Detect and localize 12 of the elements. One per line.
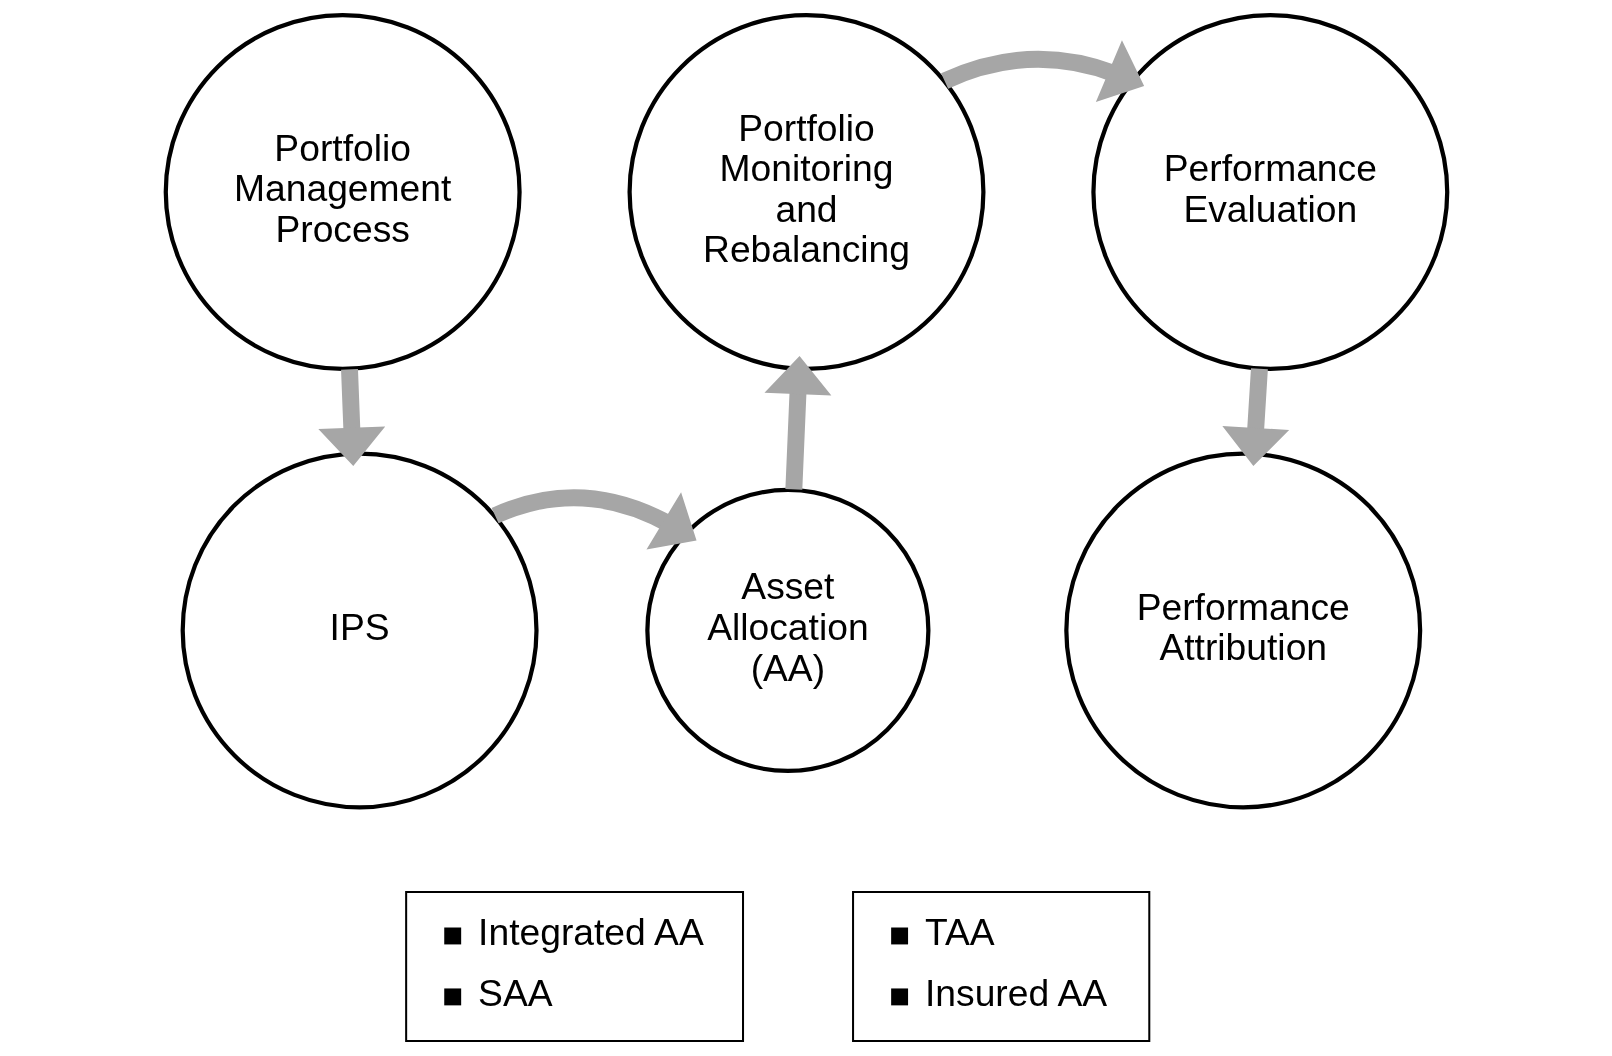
node-circle: Performance Evaluation: [1090, 12, 1449, 371]
arrow: [764, 355, 831, 490]
node-circle: Performance Attribution: [1063, 451, 1422, 810]
arrow: [491, 489, 697, 550]
arrow: [317, 369, 385, 466]
arrow: [940, 40, 1144, 102]
node-circle: Portfolio Monitoring and Rebalancing: [627, 12, 985, 371]
node-circle: IPS: [180, 451, 539, 810]
node-circle: Portfolio Management Process: [163, 12, 522, 371]
arrow: [1221, 368, 1289, 467]
node-box: Integrated AA SAA: [404, 890, 744, 1042]
node-box: TAA Insured AA: [851, 890, 1150, 1042]
